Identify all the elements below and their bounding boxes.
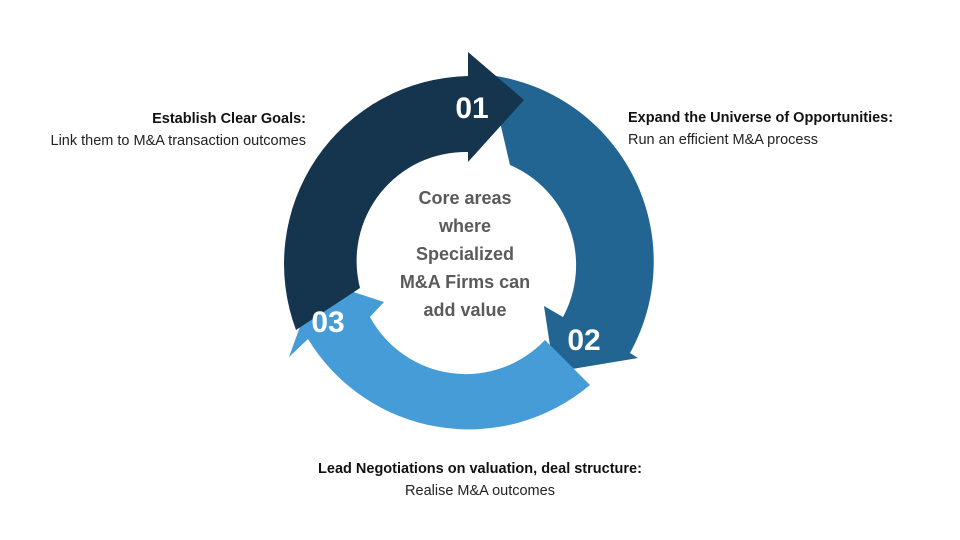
center-line-1: Core areas bbox=[418, 188, 512, 208]
step-number-02: 02 bbox=[567, 324, 600, 357]
step-title-03: Lead Negotiations on valuation, deal str… bbox=[318, 461, 642, 477]
step-subtitle-03: Realise M&A outcomes bbox=[405, 483, 555, 499]
step-subtitle-02: Run an efficient M&A process bbox=[628, 132, 818, 148]
segment-01 bbox=[284, 52, 524, 330]
step-title-01: Establish Clear Goals: bbox=[152, 111, 306, 127]
segment-02 bbox=[489, 75, 654, 372]
step-label-03: Lead Negotiations on valuation, deal str… bbox=[0, 458, 960, 502]
center-label: Core areas where Specialized M&A Firms c… bbox=[380, 184, 550, 324]
step-subtitle-01: Link them to M&A transaction outcomes bbox=[50, 133, 307, 149]
center-line-3: Specialized bbox=[415, 244, 515, 264]
step-number-01: 01 bbox=[455, 92, 488, 125]
segment-03 bbox=[289, 280, 590, 430]
step-title-02: Expand the Universe of Opportunities: bbox=[628, 110, 894, 126]
center-line-5: add value bbox=[423, 300, 507, 320]
step-label-01: Establish Clear Goals: Link them to M&A … bbox=[51, 108, 307, 152]
center-line-4: M&A Firms can bbox=[399, 272, 531, 292]
step-number-03: 03 bbox=[311, 306, 344, 339]
center-line-2: where bbox=[438, 216, 492, 236]
step-label-02: Expand the Universe of Opportunities: Ru… bbox=[628, 107, 893, 151]
